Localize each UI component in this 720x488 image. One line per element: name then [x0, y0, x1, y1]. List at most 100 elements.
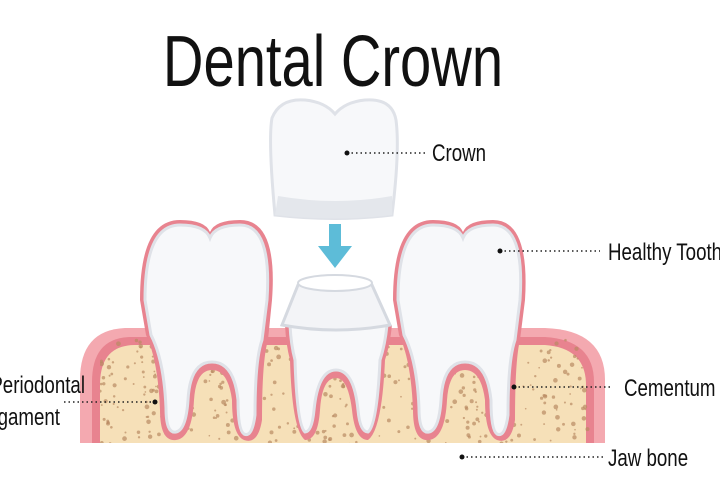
bone-speckle [450, 405, 453, 409]
bone-speckle [132, 383, 135, 385]
healthy-tooth-right [393, 220, 526, 441]
bone-speckle [539, 349, 543, 353]
bone-speckle [111, 361, 115, 364]
bone-speckle [267, 440, 273, 443]
bone-speckle [465, 425, 470, 430]
bone-speckle [321, 429, 326, 434]
bone-speckle [576, 357, 579, 360]
bone-speckle [106, 421, 111, 426]
bone-speckle [136, 350, 139, 353]
bone-speckle [286, 422, 290, 425]
bone-speckle [411, 407, 414, 410]
bone-speckle [472, 375, 476, 379]
bone-speckle [141, 361, 144, 364]
bone-speckle [137, 436, 141, 439]
bone-speckle [349, 432, 354, 438]
bone-speckle [444, 441, 447, 443]
bone-speckle [520, 423, 523, 426]
bone-speckle [541, 410, 547, 415]
bone-speckle [276, 354, 282, 360]
bone-speckle [582, 387, 587, 393]
label-jaw-bone: Jaw bone [608, 445, 688, 472]
bone-speckle [459, 373, 465, 378]
bone-speckle [472, 421, 476, 426]
bone-speckle [133, 362, 136, 365]
bone-speckle [461, 386, 466, 390]
bone-speckle [342, 382, 345, 386]
bone-speckle [324, 429, 327, 432]
label-crown: Crown [432, 140, 486, 167]
bone-speckle [189, 428, 194, 432]
bone-speckle [140, 355, 144, 359]
bone-speckle [342, 433, 347, 438]
bone-speckle [100, 382, 103, 386]
bone-speckle [469, 399, 474, 404]
bone-speckle [475, 408, 478, 411]
bone-speckle [144, 404, 150, 410]
bone-speckle [144, 391, 147, 393]
bone-speckle [581, 366, 583, 369]
bone-speckle [399, 347, 403, 351]
bone-speckle [534, 374, 537, 378]
bone-speckle [510, 438, 514, 442]
bone-speckle [136, 430, 141, 435]
arrow-down-icon [318, 224, 352, 268]
bone-speckle [397, 430, 401, 434]
bone-speckle [533, 438, 536, 441]
bone-speckle [346, 422, 349, 426]
bone-speckle [146, 415, 150, 419]
bone-speckle [479, 435, 482, 438]
bone-speckle [452, 399, 458, 405]
bone-speckle [516, 433, 521, 438]
bone-speckle [149, 388, 154, 394]
bone-speckle [386, 418, 391, 423]
label-cementum: Cementum [624, 375, 716, 402]
bone-speckle [339, 379, 342, 383]
bone-speckle [225, 422, 230, 427]
bone-speckle [542, 394, 548, 399]
bone-speckle [466, 420, 470, 424]
bone-speckle [466, 433, 471, 438]
label-periodontal-line2: Ligament [0, 404, 60, 431]
bone-speckle [329, 394, 333, 399]
bone-speckle [543, 423, 546, 425]
bone-speckle [475, 417, 480, 422]
bone-speckle [553, 378, 558, 383]
bone-speckle [406, 425, 410, 429]
bone-speckle [569, 402, 573, 406]
bone-speckle [151, 411, 156, 416]
bone-speckle [555, 414, 560, 420]
bone-speckle [553, 404, 559, 410]
bone-speckle [143, 385, 147, 389]
bone-speckle [126, 365, 130, 369]
bone-speckle [546, 350, 551, 355]
bone-speckle [107, 357, 111, 361]
bone-speckle [277, 425, 282, 429]
bone-speckle [270, 393, 273, 396]
bone-speckle [484, 434, 488, 438]
bone-speckle [574, 346, 579, 351]
bone-speckle [332, 424, 336, 428]
healthy-tooth-left [140, 220, 273, 441]
bone-speckle [355, 440, 358, 443]
bone-speckle [562, 422, 565, 426]
bone-speckle [212, 416, 216, 419]
bone-speckle [564, 338, 567, 342]
bone-speckle [569, 362, 575, 367]
bone-speckle [153, 370, 156, 373]
bone-speckle [577, 376, 582, 381]
bone-speckle [106, 365, 112, 370]
bone-speckle [462, 416, 466, 420]
bone-speckle [116, 406, 119, 409]
bone-speckle [102, 382, 106, 386]
bone-speckle [219, 386, 224, 390]
bone-speckle [323, 435, 328, 440]
bone-speckle [110, 372, 114, 376]
bone-speckle [524, 407, 527, 410]
bone-speckle [208, 380, 211, 382]
bone-speckle [473, 388, 477, 392]
bone-speckle [203, 379, 208, 384]
bone-speckle [210, 370, 214, 374]
bone-speckle [100, 361, 104, 367]
bone-speckle [328, 438, 331, 441]
